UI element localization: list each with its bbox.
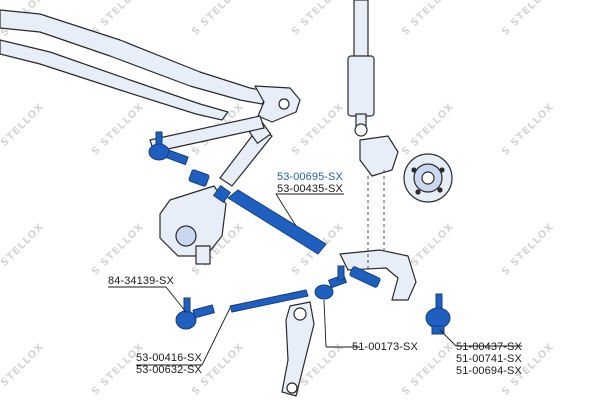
tie-rod-end-left bbox=[175, 297, 215, 330]
tie-rod bbox=[229, 289, 309, 313]
control-arm bbox=[339, 249, 417, 301]
tie-rod-part-number-2: 53-00632-SX bbox=[136, 364, 202, 376]
damper-part-number-2: 53-00435-SX bbox=[277, 183, 343, 195]
ball-joint-part-number-2: 51-00741-SX bbox=[456, 353, 522, 365]
ball-joint bbox=[425, 293, 451, 335]
bushing bbox=[188, 169, 210, 187]
ball-joint-part-number-1: 51-00437-SX bbox=[456, 341, 522, 353]
control-arm-bushing bbox=[349, 266, 381, 288]
tie-rod-end-upper-left bbox=[148, 131, 189, 166]
pitman-arm bbox=[281, 301, 315, 397]
tie-rod-end-right bbox=[314, 265, 348, 300]
shock-absorber bbox=[347, 0, 375, 137]
guide-lines bbox=[367, 170, 385, 270]
tie-rod-end-left-part-number: 84-34139-SX bbox=[108, 275, 174, 287]
steering-shaft bbox=[219, 121, 273, 187]
steering-knuckle bbox=[359, 135, 453, 203]
ball-joint-part-number-3: 51-00694-SX bbox=[456, 365, 522, 377]
leader-lines bbox=[108, 193, 522, 366]
frame-rail bbox=[0, 9, 301, 123]
steering-damper bbox=[212, 184, 327, 255]
damper-part-number-1: 53-00695-SX bbox=[277, 171, 343, 183]
tie-rod-part-number-1: 53-00416-SX bbox=[136, 352, 202, 364]
tie-rod-end-right-part-number: 51-00173-SX bbox=[352, 341, 418, 353]
